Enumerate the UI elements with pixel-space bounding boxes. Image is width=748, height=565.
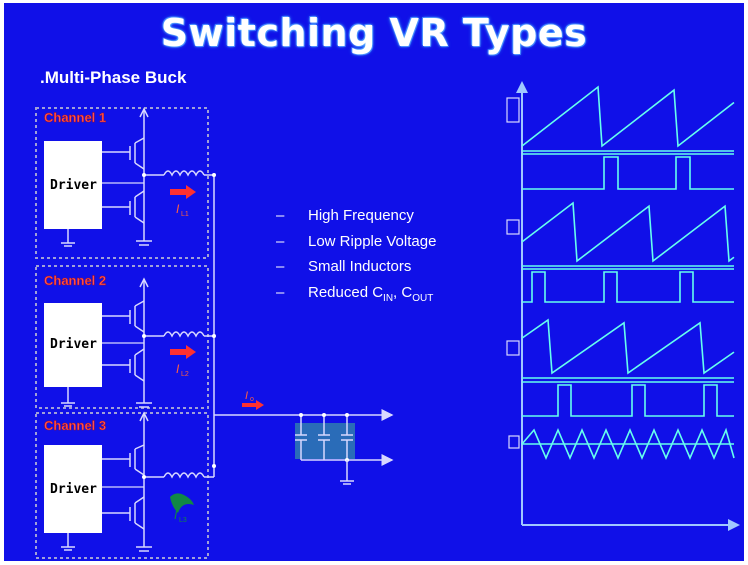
low-side-switch-1 xyxy=(102,175,152,246)
high-side-switch-2 xyxy=(102,300,145,336)
channel-1-label: Channel 1 xyxy=(44,110,106,125)
driver-1-block xyxy=(44,141,102,229)
channel-3-box xyxy=(35,412,209,559)
driver-2-label: Driver xyxy=(50,337,97,352)
svg-text:o: o xyxy=(250,396,254,403)
svg-text:I: I xyxy=(176,202,180,216)
svg-text:I: I xyxy=(245,390,248,402)
list-item: –High Frequency xyxy=(276,207,414,224)
waveform-4 xyxy=(522,271,734,303)
ground-icon xyxy=(61,387,75,407)
circuit-diagram: Channel 1 Driver xyxy=(35,81,740,559)
channel-2-label: Channel 2 xyxy=(44,273,106,288)
time-axis-arrow-icon xyxy=(728,519,740,531)
waveform-1 xyxy=(521,85,735,148)
ground-icon xyxy=(61,533,75,551)
channel-1: Channel 1 Driver xyxy=(35,107,216,415)
svg-text:L1: L1 xyxy=(181,211,189,218)
list-item: –Small Inductors xyxy=(276,258,412,275)
list-item: –Reduced CIN, COUT xyxy=(276,283,434,304)
driver-1-label: Driver xyxy=(50,178,97,193)
high-side-switch-1 xyxy=(102,137,145,175)
output-section: I o xyxy=(214,390,394,485)
output-capacitors xyxy=(295,415,353,460)
high-side-switch-3 xyxy=(102,444,145,477)
svg-text:L3: L3 xyxy=(179,517,187,524)
inductor-current-3-icon: I L3 xyxy=(170,493,194,524)
channel-1-box xyxy=(35,107,209,259)
waveform-3 xyxy=(521,201,735,263)
vin-rail-2 xyxy=(139,277,149,301)
svg-text:I: I xyxy=(174,508,178,522)
driver-3-block xyxy=(44,445,102,533)
waveform-label-icons xyxy=(506,97,520,449)
waveform-panel xyxy=(506,81,740,531)
svg-text:L2: L2 xyxy=(181,371,189,378)
slide-title: Switching VR Types xyxy=(160,11,588,55)
channel-3: Channel 3 Driver xyxy=(35,411,216,559)
amplitude-axis-arrow-icon xyxy=(516,81,528,93)
capacitor-bank xyxy=(295,423,355,459)
inductor-current-1-icon: I L1 xyxy=(170,185,196,218)
output-current-arrow-icon: I o xyxy=(242,390,264,410)
vin-rail-3 xyxy=(139,411,149,445)
channel-2-box xyxy=(35,265,209,409)
feature-list: –High Frequency –Low Ripple Voltage –Sma… xyxy=(276,203,436,305)
inductor-2 xyxy=(144,331,214,338)
channel-3-label: Channel 3 xyxy=(44,418,106,433)
waveform-7 xyxy=(521,427,735,461)
ground-icon xyxy=(340,460,354,485)
waveform-5 xyxy=(521,318,735,375)
slide: Switching VR Types .Multi-Phase Buck Cha… xyxy=(4,3,744,561)
vin-rail-1 xyxy=(139,107,149,138)
ground-icon xyxy=(61,229,75,247)
waveform-6 xyxy=(522,384,734,417)
inductor-3 xyxy=(144,415,215,479)
svg-text:I: I xyxy=(176,362,180,376)
slide-subtitle: .Multi-Phase Buck xyxy=(40,68,187,87)
low-side-switch-3 xyxy=(102,477,152,552)
low-side-switch-2 xyxy=(102,336,152,408)
channel-2: Channel 2 Driver xyxy=(35,265,216,409)
inductor-current-2-icon: I L2 xyxy=(170,345,196,378)
list-item: –Low Ripple Voltage xyxy=(276,232,437,250)
driver-3-label: Driver xyxy=(50,482,97,497)
waveform-2 xyxy=(522,156,734,190)
driver-2-block xyxy=(44,303,102,387)
